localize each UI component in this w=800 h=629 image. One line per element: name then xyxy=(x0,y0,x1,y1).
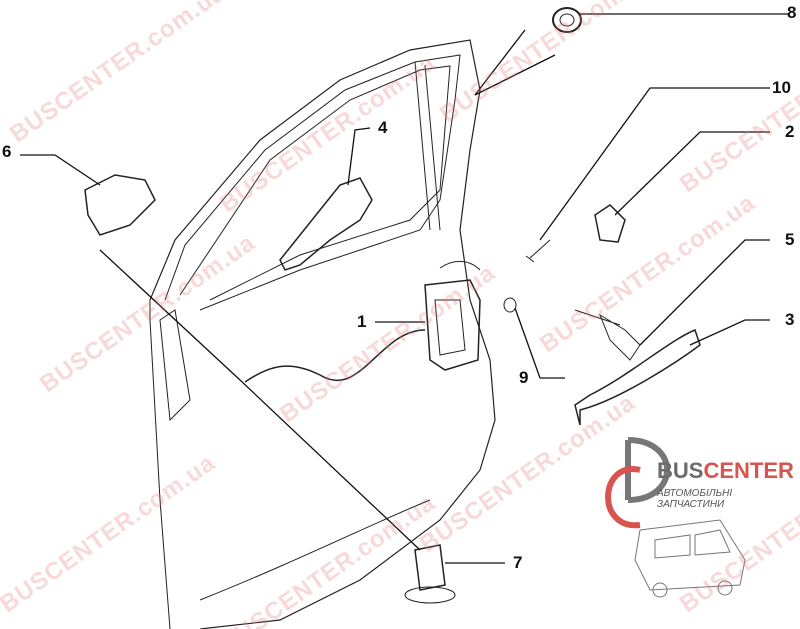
callout-1: 1 xyxy=(357,312,367,331)
callout-5: 5 xyxy=(785,230,795,249)
callout-2: 2 xyxy=(785,122,795,141)
brand-logo: BUSCENTER xyxy=(657,458,794,484)
callout-9: 9 xyxy=(519,368,529,387)
brand-logo-bus: BUS xyxy=(657,458,704,483)
brand-subtitle: АВТОМОБІЛЬНІ ЗАПЧАСТИНИ xyxy=(657,488,733,510)
callout-8: 8 xyxy=(787,3,797,22)
callout-4: 4 xyxy=(378,118,388,137)
callout-3: 3 xyxy=(785,310,795,329)
callout-6: 6 xyxy=(2,142,12,161)
callout-7: 7 xyxy=(513,553,523,572)
callout-10: 10 xyxy=(772,78,791,97)
brand-logo-center: CENTER xyxy=(703,458,794,483)
